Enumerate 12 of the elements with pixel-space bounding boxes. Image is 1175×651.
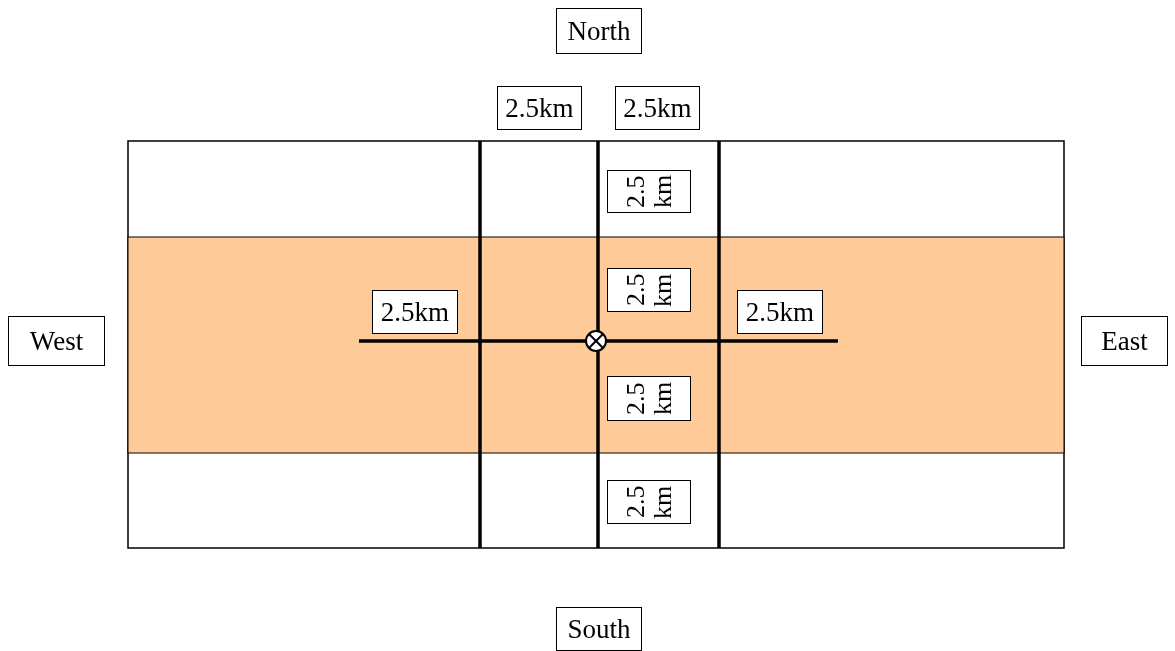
- distance-label: 2.5 km: [607, 480, 691, 524]
- distance-label: 2.5 km: [607, 268, 691, 312]
- compass-label: South: [556, 607, 642, 651]
- distance-label: 2.5km: [497, 86, 582, 130]
- distance-label: 2.5km: [615, 86, 700, 130]
- distance-label: 2.5km: [737, 290, 823, 334]
- compass-label: North: [556, 8, 642, 54]
- distance-label: 2.5km: [372, 290, 458, 334]
- distance-label: 2.5 km: [607, 376, 691, 421]
- compass-label: West: [8, 316, 105, 366]
- distance-label: 2.5 km: [607, 170, 691, 213]
- compass-label: East: [1081, 316, 1168, 366]
